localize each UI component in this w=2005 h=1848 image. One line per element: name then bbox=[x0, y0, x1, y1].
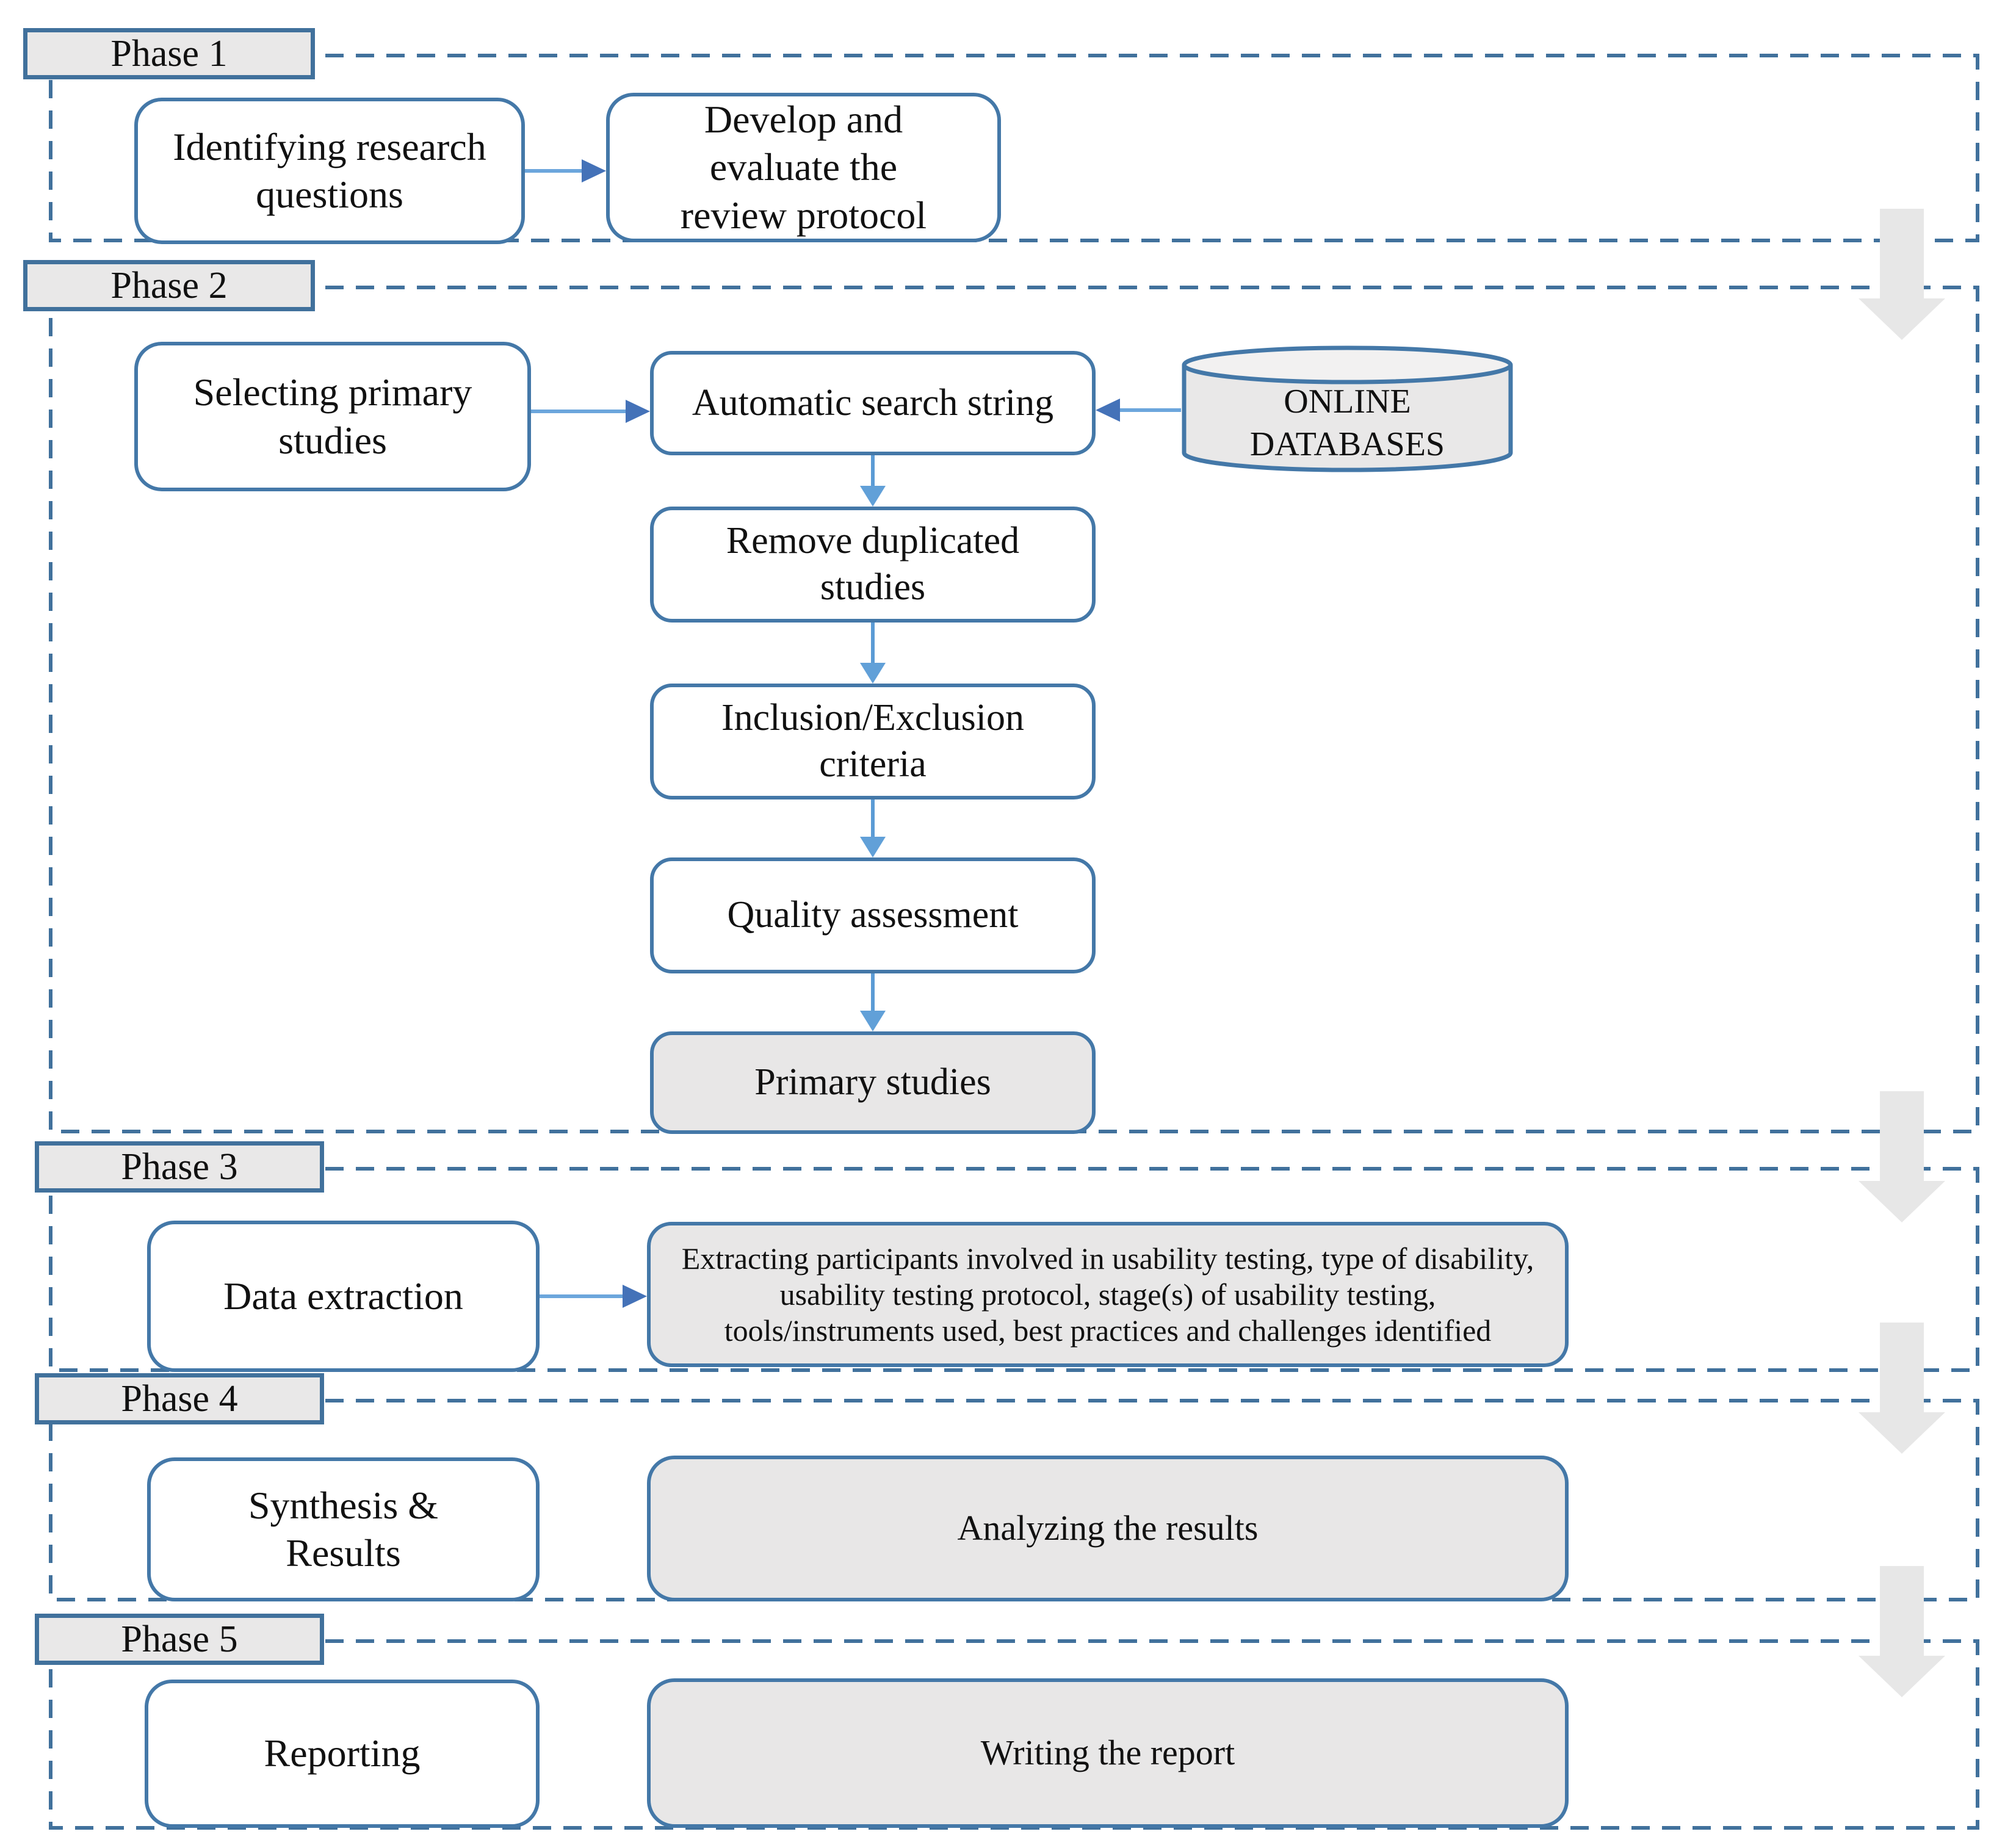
data-extraction-box: Data extraction bbox=[147, 1221, 540, 1372]
arrow-identify-to-develop-line bbox=[525, 169, 584, 173]
inclusion-exclusion-criteria-box: Inclusion/Exclusion criteria bbox=[650, 684, 1096, 799]
arrow-extraction-to-details-line bbox=[540, 1294, 623, 1298]
cylinder-shape bbox=[1182, 345, 1513, 472]
identifying-research-questions-text: Identifying research questions bbox=[173, 125, 486, 216]
phase-3-dashed-border bbox=[49, 1167, 1979, 1372]
identifying-research-questions-box: Identifying research questions bbox=[134, 98, 525, 244]
analyzing-results-text: Analyzing the results bbox=[957, 1508, 1259, 1548]
extraction-details-box: Extracting participants involved in usab… bbox=[647, 1222, 1569, 1367]
reporting-box: Reporting bbox=[145, 1680, 540, 1828]
big-arrow-stem bbox=[1880, 1091, 1924, 1181]
reporting-text: Reporting bbox=[264, 1731, 421, 1775]
online-databases-cylinder: ONLINE DATABASES bbox=[1181, 345, 1514, 473]
writing-report-box: Writing the report bbox=[647, 1678, 1569, 1828]
cylinder-body bbox=[1182, 365, 1513, 472]
phase-5-label-text: Phase 5 bbox=[121, 1618, 238, 1660]
selecting-primary-studies-text: Selecting primary studies bbox=[193, 370, 472, 462]
primary-studies-box: Primary studies bbox=[650, 1031, 1096, 1134]
phase-4-label: Phase 4 bbox=[35, 1373, 324, 1424]
phase4-to-phase5-arrow bbox=[1859, 1566, 1945, 1697]
phase-5-dashed-border bbox=[49, 1639, 1979, 1830]
data-extraction-text: Data extraction bbox=[223, 1274, 463, 1318]
arrow-extraction-to-details-head bbox=[623, 1285, 647, 1308]
arrow-selecting-to-search-line bbox=[531, 410, 626, 413]
arrow-remove-to-criteria-head bbox=[860, 663, 886, 684]
arrow-selecting-to-search-head bbox=[626, 400, 650, 423]
arrow-quality-to-primary-line bbox=[871, 973, 875, 1012]
quality-assessment-box: Quality assessment bbox=[650, 857, 1096, 973]
big-arrow-stem bbox=[1880, 1323, 1924, 1412]
analyzing-results-box: Analyzing the results bbox=[647, 1456, 1569, 1601]
phase2-to-phase3-arrow bbox=[1859, 1091, 1945, 1222]
arrow-search-to-remove-line bbox=[871, 455, 875, 487]
automatic-search-string-text: Automatic search string bbox=[692, 381, 1054, 424]
phase-1-label: Phase 1 bbox=[23, 28, 315, 79]
develop-evaluate-protocol-box: Develop and evaluate the review protocol bbox=[606, 93, 1001, 242]
phase-5-label: Phase 5 bbox=[35, 1614, 324, 1665]
online-databases-label: ONLINE DATABASES bbox=[1181, 374, 1514, 472]
arrow-remove-to-criteria-line bbox=[871, 623, 875, 664]
arrow-identify-to-develop-head bbox=[582, 159, 606, 182]
phase1-to-phase2-arrow bbox=[1859, 209, 1945, 340]
phase-5-region bbox=[49, 1639, 1979, 1830]
phase-1-region bbox=[49, 54, 1979, 242]
develop-evaluate-protocol-text: Develop and evaluate the review protocol bbox=[680, 98, 927, 237]
big-arrow-stem bbox=[1880, 209, 1924, 298]
big-arrow-head bbox=[1859, 298, 1945, 340]
arrow-quality-to-primary-head bbox=[860, 1011, 886, 1031]
arrow-criteria-to-quality-head bbox=[860, 837, 886, 857]
automatic-search-string-box: Automatic search string bbox=[650, 351, 1096, 455]
big-arrow-head bbox=[1859, 1181, 1945, 1222]
phase-3-region bbox=[49, 1167, 1979, 1372]
big-arrow-head bbox=[1859, 1656, 1945, 1697]
phase-3-label: Phase 3 bbox=[35, 1141, 324, 1193]
big-arrow-stem bbox=[1880, 1566, 1924, 1656]
selecting-primary-studies-box: Selecting primary studies bbox=[134, 342, 531, 491]
primary-studies-text: Primary studies bbox=[754, 1061, 991, 1103]
quality-assessment-text: Quality assessment bbox=[727, 894, 1019, 936]
remove-duplicated-studies-text: Remove duplicated studies bbox=[726, 520, 1020, 608]
phase-1-dashed-border bbox=[49, 54, 1979, 242]
phase-4-label-text: Phase 4 bbox=[121, 1377, 238, 1420]
phase-3-label-text: Phase 3 bbox=[121, 1146, 238, 1188]
online-databases-text: ONLINE DATABASES bbox=[1249, 383, 1445, 463]
arrow-search-to-remove-head bbox=[860, 486, 886, 507]
synthesis-results-text: Synthesis & Results bbox=[248, 1483, 439, 1575]
phase3-to-phase4-arrow bbox=[1859, 1323, 1945, 1454]
arrow-databases-to-search-head bbox=[1096, 399, 1120, 422]
phase-2-label: Phase 2 bbox=[23, 260, 315, 311]
inclusion-exclusion-criteria-text: Inclusion/Exclusion criteria bbox=[721, 697, 1024, 785]
remove-duplicated-studies-box: Remove duplicated studies bbox=[650, 507, 1096, 623]
extraction-details-text: Extracting participants involved in usab… bbox=[681, 1241, 1534, 1348]
arrow-databases-to-search-line bbox=[1120, 408, 1181, 412]
phase-2-label-text: Phase 2 bbox=[110, 264, 228, 306]
big-arrow-head bbox=[1859, 1412, 1945, 1454]
writing-report-text: Writing the report bbox=[980, 1733, 1235, 1773]
cylinder-top bbox=[1182, 345, 1513, 384]
arrow-criteria-to-quality-line bbox=[871, 799, 875, 838]
synthesis-results-box: Synthesis & Results bbox=[147, 1457, 540, 1601]
phase-1-label-text: Phase 1 bbox=[110, 32, 228, 74]
